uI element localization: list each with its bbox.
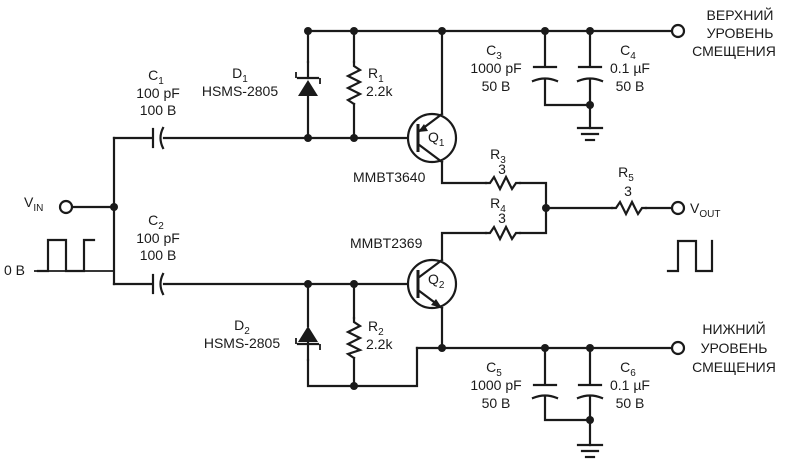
r4-value: 3	[498, 210, 506, 226]
transistor-q1	[406, 112, 458, 164]
junction-dots	[110, 27, 594, 424]
resistor-r2	[345, 316, 363, 360]
c3-ref: C3	[486, 42, 502, 62]
r5-ref: R5	[618, 164, 634, 184]
q2-ref: Q2	[428, 271, 445, 291]
diode-d2	[295, 326, 321, 362]
capacitor-c2	[151, 272, 165, 296]
input-square-wave	[36, 238, 96, 273]
c5-rating: 50 B	[482, 395, 511, 411]
lower-bias-label-2: УРОВЕНЬ	[701, 340, 768, 356]
q1-part: MMBT3640	[353, 169, 426, 185]
upper-bias-terminal	[670, 23, 686, 39]
c1-value: 100 pF	[136, 85, 180, 101]
resistor-r3	[484, 174, 522, 192]
vin-label: VIN	[24, 194, 43, 214]
c6-rating: 50 B	[616, 395, 645, 411]
output-square-wave	[666, 239, 714, 273]
capacitor-c1	[151, 126, 165, 150]
c3-value: 1000 pF	[470, 60, 521, 76]
capacitor-c3	[531, 65, 559, 83]
c2-ref: C2	[148, 212, 164, 232]
c1-rating: 100 B	[140, 102, 177, 118]
c3-rating: 50 B	[482, 78, 511, 94]
c2-rating: 100 B	[140, 247, 177, 263]
capacitor-c6	[576, 383, 604, 400]
r4-ref: R4	[490, 195, 506, 215]
d1-part: HSMS-2805	[202, 83, 278, 99]
c4-value: 0.1 µF	[610, 60, 650, 76]
c4-rating: 50 B	[616, 78, 645, 94]
ground-symbol-bottom	[576, 443, 604, 459]
transistor-q2	[406, 258, 458, 310]
d2-ref: D2	[234, 317, 250, 337]
upper-bias-label-1: ВЕРХНИЙ	[707, 6, 774, 23]
r1-ref: R1	[368, 65, 384, 85]
resistor-r5	[610, 199, 648, 217]
d1-ref: D1	[232, 65, 248, 85]
c1-ref: C1	[148, 67, 164, 87]
r2-ref: R2	[368, 318, 384, 338]
resistor-r4	[484, 224, 522, 242]
resistor-r1	[345, 60, 363, 106]
r2-value: 2.2k	[366, 336, 393, 352]
capacitor-c5	[531, 383, 559, 400]
vout-terminal	[670, 200, 686, 216]
q2-part: MMBT2369	[350, 235, 423, 251]
c6-value: 0.1 µF	[610, 377, 650, 393]
vin-terminal	[58, 199, 74, 215]
lower-bias-label-3: СМЕЩЕНИЯ	[692, 359, 776, 375]
q1-ref: Q1	[428, 129, 445, 149]
r5-value: 3	[624, 183, 632, 199]
c5-value: 1000 pF	[470, 377, 521, 393]
r1-value: 2.2k	[366, 83, 393, 99]
r3-ref: R3	[490, 146, 506, 166]
wiring	[70, 29, 674, 447]
capacitor-c4	[576, 65, 604, 83]
diode-d1	[295, 60, 321, 96]
c2-value: 100 pF	[136, 230, 180, 246]
upper-bias-label-3: СМЕЩЕНИЯ	[692, 43, 776, 59]
r3-value: 3	[498, 161, 506, 177]
vout-label: VOUT	[690, 200, 720, 220]
c5-ref: C5	[486, 359, 502, 379]
ground-symbol-top	[576, 126, 604, 142]
lower-bias-label-1: НИЖНИЙ	[702, 320, 765, 337]
zero-volt-label: 0 B	[4, 262, 25, 278]
c4-ref: C4	[620, 42, 636, 62]
d2-part: HSMS-2805	[204, 335, 280, 351]
upper-bias-label-2: УРОВЕНЬ	[707, 25, 774, 41]
lower-bias-terminal	[670, 340, 686, 356]
c6-ref: C6	[620, 359, 636, 379]
